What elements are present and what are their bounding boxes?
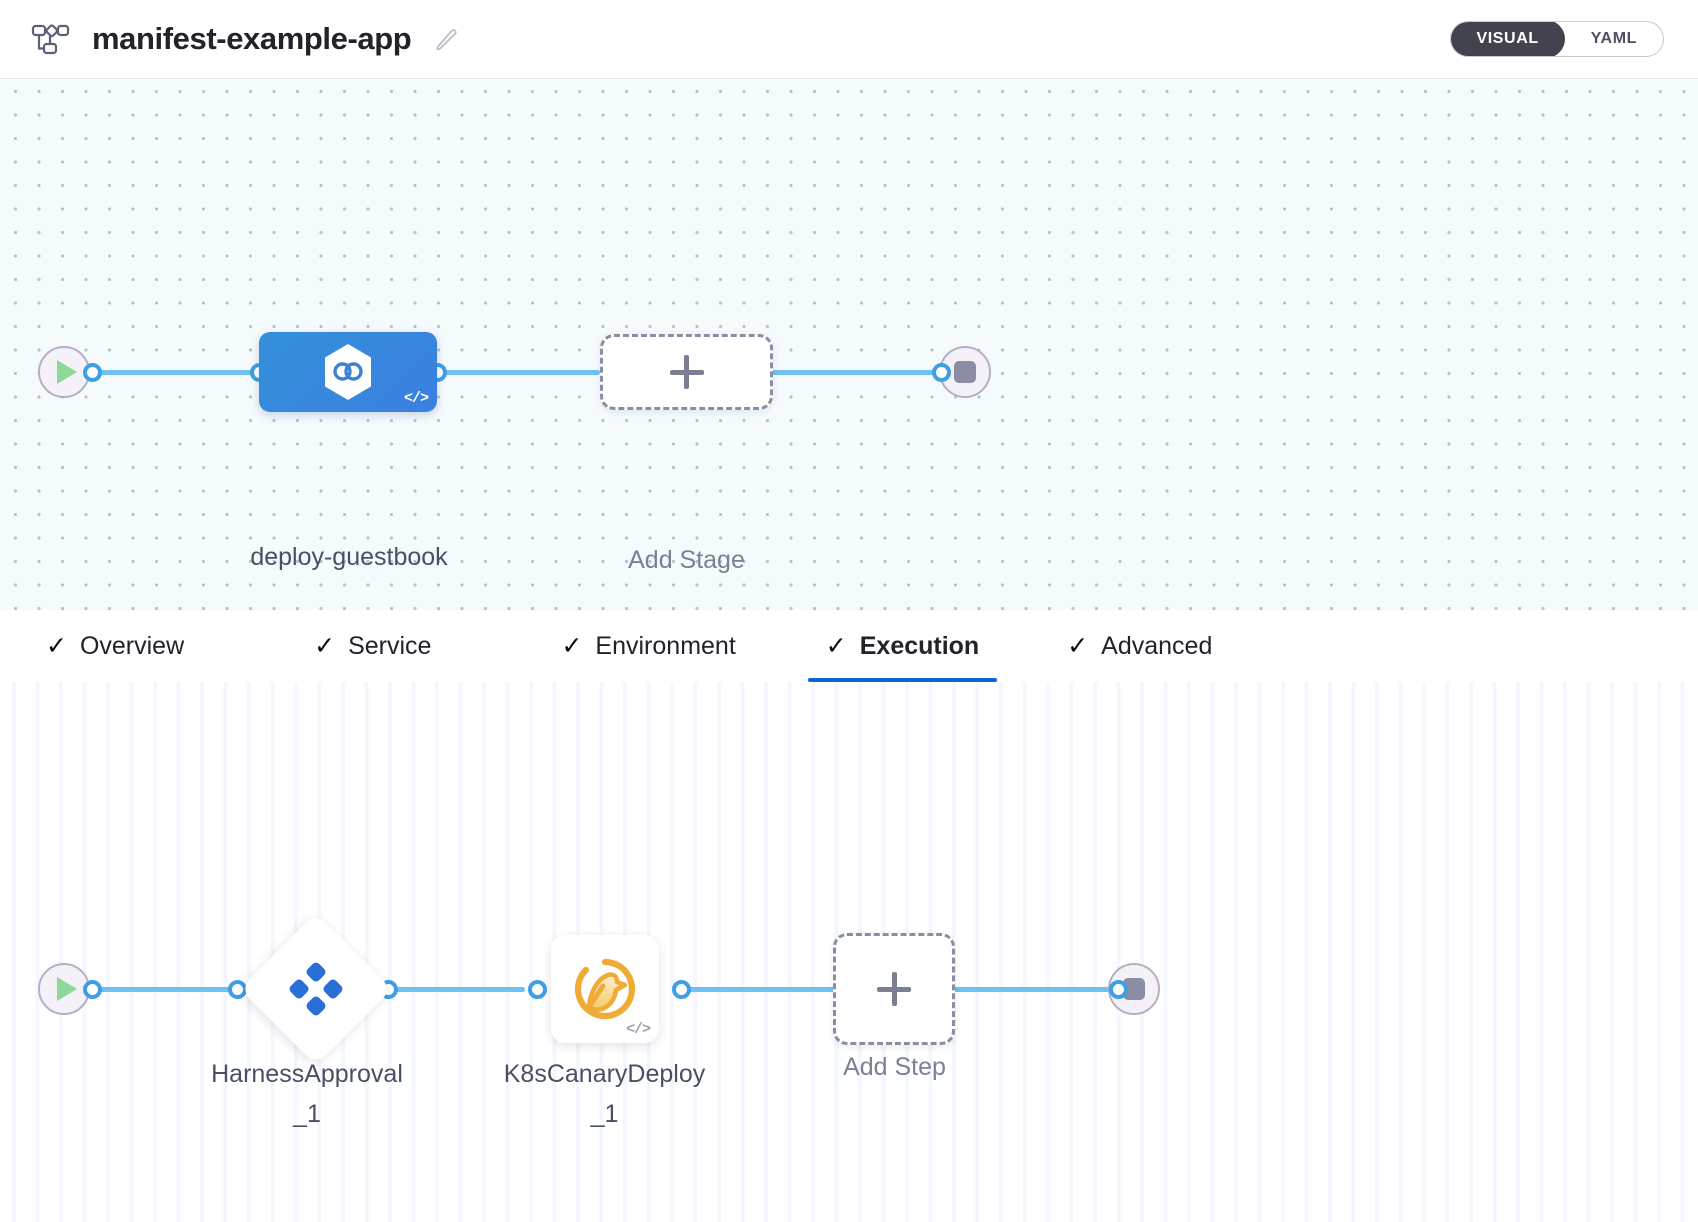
stage-yaml-badge: </> bbox=[403, 390, 429, 407]
mode-option-visual[interactable]: VISUAL bbox=[1451, 22, 1565, 56]
tab-overview[interactable]: ✓ Overview bbox=[28, 610, 202, 682]
check-icon: ✓ bbox=[561, 631, 583, 660]
stage-edge-start-to-stage bbox=[90, 370, 270, 375]
execution-steps-canvas[interactable]: HarnessApproval_1 </> K8sCanaryDeploy_1 bbox=[0, 682, 1698, 1222]
add-stage-button[interactable] bbox=[600, 334, 773, 410]
plus-icon-vertical bbox=[684, 355, 689, 389]
step-deploy-outport bbox=[672, 980, 691, 999]
stage-start-node[interactable] bbox=[38, 346, 90, 398]
canary-bird-icon bbox=[574, 958, 636, 1020]
stage-start-port bbox=[83, 363, 102, 382]
tab-overview-label: Overview bbox=[79, 631, 185, 660]
step-node-k8s-canary-deploy[interactable]: </> bbox=[551, 935, 659, 1043]
stage-config-tabs: ✓ Overview ✓ Service ✓ Environment ✓ Exe… bbox=[0, 610, 1698, 682]
pencil-edit-icon[interactable] bbox=[429, 22, 463, 56]
tab-advanced[interactable]: ✓ Advanced bbox=[1049, 610, 1230, 682]
step-node-k8s-canary-deploy-label: K8sCanaryDeploy_1 bbox=[503, 1060, 706, 1128]
stage-edge-stage-to-add bbox=[430, 370, 600, 375]
step-end-port bbox=[1109, 980, 1128, 999]
header-left-group: manifest-example-app bbox=[0, 17, 463, 61]
play-icon bbox=[57, 360, 77, 384]
add-stage-label: Add Stage bbox=[628, 546, 745, 574]
stage-node-label: deploy-guestbook bbox=[250, 543, 448, 571]
tab-execution[interactable]: ✓ Execution bbox=[807, 610, 998, 682]
step-edge-start-to-approval bbox=[90, 987, 240, 992]
mode-option-yaml[interactable]: YAML bbox=[1590, 30, 1637, 47]
check-icon: ✓ bbox=[314, 631, 336, 660]
step-yaml-badge: </> bbox=[625, 1021, 651, 1038]
step-edge-approval-to-deploy bbox=[385, 987, 525, 992]
header-right-group: VISUAL YAML bbox=[1450, 21, 1698, 57]
check-icon: ✓ bbox=[825, 631, 847, 660]
step-edge-add-to-end bbox=[950, 987, 1115, 992]
step-edge-deploy-to-add bbox=[680, 987, 835, 992]
step-start-port bbox=[83, 980, 102, 999]
tab-environment-label: Environment bbox=[595, 631, 736, 660]
add-step-button[interactable] bbox=[833, 933, 955, 1045]
check-icon: ✓ bbox=[46, 631, 67, 660]
stage-graph-canvas[interactable]: </> deploy-guestbook Add Stage bbox=[0, 79, 1698, 610]
harness-approval-icon bbox=[289, 962, 343, 1016]
page-title: manifest-example-app bbox=[92, 21, 412, 56]
page-header: manifest-example-app VISUAL YAML bbox=[0, 0, 1698, 79]
tab-environment[interactable]: ✓ Environment bbox=[543, 610, 753, 682]
view-mode-toggle[interactable]: VISUAL YAML bbox=[1450, 21, 1664, 57]
check-icon: ✓ bbox=[1067, 631, 1089, 660]
stop-icon bbox=[1123, 978, 1145, 1000]
stage-end-port bbox=[932, 363, 951, 382]
play-icon bbox=[57, 977, 77, 1001]
harness-approval-icon-wrap bbox=[262, 935, 370, 1043]
step-node-harness-approval-label: HarnessApproval_1 bbox=[211, 1060, 403, 1128]
harness-cd-hexagon-icon bbox=[325, 344, 371, 400]
stop-icon bbox=[954, 361, 976, 383]
tab-service-label: Service bbox=[348, 631, 432, 660]
tab-execution-label: Execution bbox=[859, 631, 980, 660]
stage-edge-add-to-end bbox=[765, 370, 945, 375]
pipeline-flow-icon bbox=[28, 17, 72, 61]
tab-service[interactable]: ✓ Service bbox=[296, 610, 449, 682]
plus-icon-vertical bbox=[891, 972, 897, 1006]
step-deploy-inport bbox=[528, 980, 547, 999]
step-node-harness-approval[interactable] bbox=[239, 912, 393, 1066]
stage-node-deploy-guestbook[interactable]: </> bbox=[259, 332, 437, 412]
add-step-label: Add Step bbox=[843, 1053, 946, 1081]
tab-advanced-label: Advanced bbox=[1101, 631, 1213, 660]
